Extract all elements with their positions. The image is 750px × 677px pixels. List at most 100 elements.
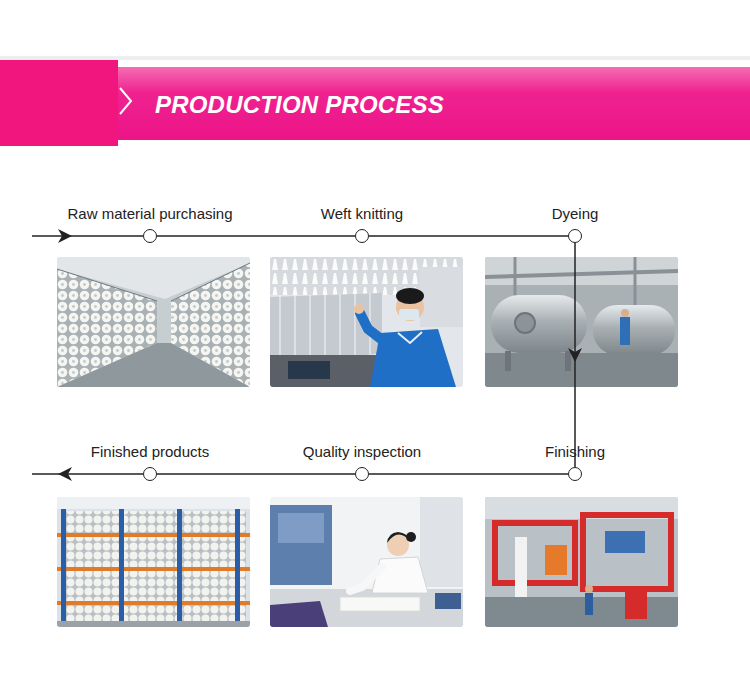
yarn-warehouse-photo-part xyxy=(57,343,250,387)
warehouse-photo-part xyxy=(57,601,250,605)
dyeing-photo-part xyxy=(634,257,637,305)
dyeing-photo-part xyxy=(565,351,571,371)
knitting-photo-part xyxy=(420,267,463,327)
dyeing-photo-part xyxy=(620,317,630,345)
step-label: Weft knitting xyxy=(321,205,403,223)
knitting-photo xyxy=(270,257,463,387)
header-band-part xyxy=(0,56,750,60)
knitting-photo-part xyxy=(340,294,341,357)
knitting-photo-part xyxy=(396,288,424,304)
finishing-photo-part xyxy=(495,523,575,583)
warehouse-photo-part xyxy=(61,509,66,627)
knitting-photo-part xyxy=(360,313,386,343)
step-marker: Finishing xyxy=(568,467,582,481)
step-caption: Dyeing xyxy=(552,205,599,223)
finishing-photo xyxy=(485,497,678,627)
inspection-photo-part xyxy=(278,513,324,543)
knitting-photo-part xyxy=(310,295,311,361)
inspection-photo-part xyxy=(406,532,416,542)
inspection-photo-part xyxy=(340,597,420,611)
finishing-photo-part xyxy=(585,585,593,593)
yarn-warehouse-photo-part xyxy=(57,257,250,387)
inspection-photo-part xyxy=(270,601,328,627)
warehouse-photo-part xyxy=(57,533,250,537)
finishing-photo-part xyxy=(585,593,593,615)
knitting-photo-part xyxy=(398,332,422,343)
inspection-photo-part xyxy=(270,505,332,585)
finishing-photo-part xyxy=(485,497,678,627)
inspection-photo-part xyxy=(420,497,463,587)
flow-ends-part xyxy=(58,229,72,243)
knitting-photo-part xyxy=(288,361,330,379)
page-title: PRODUCTION PROCESS xyxy=(155,91,444,119)
knitting-photo-part xyxy=(280,295,281,365)
knitting-photo-part xyxy=(354,304,364,314)
yarn-warehouse-photo-part xyxy=(171,263,250,301)
knitting-photo-part xyxy=(270,257,463,387)
step-label: Finishing xyxy=(545,443,605,461)
inspection-photo-part xyxy=(350,567,382,591)
knitting-photo-part xyxy=(295,295,296,363)
warehouse-photo-part xyxy=(57,497,250,627)
step-caption: Finishing xyxy=(545,443,605,461)
step-marker: Dyeing xyxy=(568,229,582,243)
warehouse-photo-part xyxy=(57,621,250,627)
knitting-photo-part xyxy=(325,294,326,359)
warehouse-photo-part xyxy=(119,509,124,627)
dyeing-photo-part xyxy=(593,305,675,355)
flow-line xyxy=(369,235,568,237)
warehouse-photo-part xyxy=(235,509,240,627)
inspection-photo-part xyxy=(435,593,461,609)
dyeing-photo-part xyxy=(621,309,629,317)
flow-line xyxy=(369,473,568,475)
step-label: Raw material purchasing xyxy=(67,205,232,223)
step-label: Dyeing xyxy=(552,205,599,223)
dyeing-photo-part xyxy=(485,353,678,387)
header-band xyxy=(0,56,750,146)
warehouse-photo-part xyxy=(57,497,250,509)
finishing-photo-part xyxy=(583,515,671,589)
arrow-head xyxy=(568,348,582,362)
step-caption: Finished products xyxy=(91,443,209,461)
warehouse-photo xyxy=(57,497,250,627)
inspection-photo-part xyxy=(372,557,428,593)
flow-ends-part xyxy=(58,467,72,481)
knitting-photo-part xyxy=(355,293,356,355)
dyeing-photo-part xyxy=(505,351,511,371)
header-band-part xyxy=(118,67,750,140)
dyeing-photo xyxy=(485,257,678,387)
knitting-photo-part xyxy=(399,309,419,320)
finishing-photo-part xyxy=(625,589,647,619)
step-caption: Quality inspection xyxy=(303,443,421,461)
step-caption: Raw material purchasing xyxy=(67,205,232,223)
flow-ends-part xyxy=(32,235,143,237)
knitting-photo-part xyxy=(270,355,382,387)
finishing-photo-part xyxy=(485,597,678,627)
header-band-part xyxy=(0,60,118,146)
step-marker: Raw material purchasing xyxy=(143,229,157,243)
yarn-warehouse-photo xyxy=(57,257,250,387)
step-marker: Finished products xyxy=(143,467,157,481)
step-caption: Weft knitting xyxy=(321,205,403,223)
step-marker: Quality inspection xyxy=(355,467,369,481)
dyeing-photo-part xyxy=(515,313,535,333)
flow-line xyxy=(157,473,355,475)
flow-ends-part xyxy=(32,473,143,475)
finishing-photo-part xyxy=(545,545,567,575)
inspection-photo-part xyxy=(270,497,463,627)
step-label: Finished products xyxy=(91,443,209,461)
step-marker: Weft knitting xyxy=(355,229,369,243)
warehouse-photo-part xyxy=(177,509,182,627)
warehouse-photo-part xyxy=(57,567,250,571)
header-band-part xyxy=(120,88,131,114)
inspection-photo-part xyxy=(270,589,463,627)
dyeing-photo-part xyxy=(485,257,678,387)
finishing-photo-part xyxy=(605,531,645,553)
dyeing-photo-part xyxy=(491,295,587,353)
step-label: Quality inspection xyxy=(303,443,421,461)
yarn-warehouse-photo-part xyxy=(57,269,157,301)
flow-line xyxy=(157,235,355,237)
inspection-photo xyxy=(270,497,463,627)
dyeing-photo-part xyxy=(514,257,517,297)
